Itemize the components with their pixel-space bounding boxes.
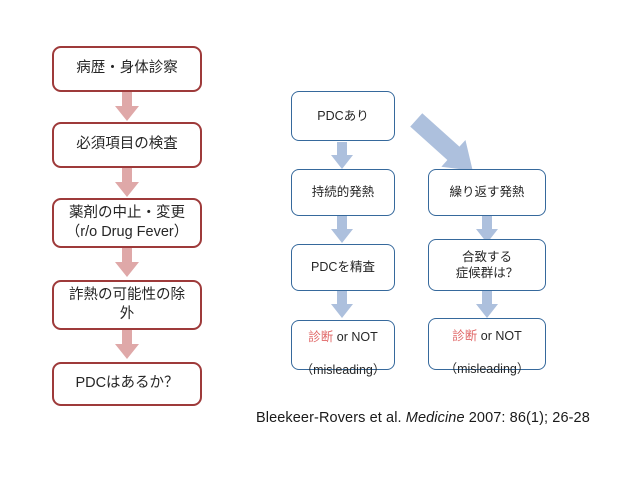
arrow-down-right-b1-2 <box>328 216 356 244</box>
flow-node-label: 診断 or NOT （misleading） <box>296 312 391 378</box>
citation-author: Bleekeer-Rovers et al. <box>256 410 406 426</box>
arrow-down-right-b1-3 <box>328 291 356 319</box>
flow-node-pdc-workup: PDCを精査 <box>291 244 395 291</box>
arrow-down-right-b2-2 <box>473 291 501 319</box>
flow-node-label: 合致する 症候群は？ <box>455 249 519 281</box>
flow-node-pdc-present-question: PDCはあるか？ <box>52 362 202 406</box>
diagnosis-rest-text: or NOT <box>477 328 522 343</box>
flow-node-label: PDCあり <box>317 108 369 123</box>
flow-node-label: 繰り返す発熱 <box>449 185 525 200</box>
diagnosis-emphasis-text: 診断 <box>308 329 334 344</box>
flow-node-recurrent-fever: 繰り返す発熱 <box>428 169 546 216</box>
flow-node-label: 診断 or NOT （misleading） <box>440 311 535 377</box>
flow-node-diagnosis-or-not-left: 診断 or NOT （misleading） <box>291 320 395 377</box>
arrow-down-left-2 <box>112 168 142 198</box>
flow-node-label: 薬剤の中止・変更 （r/o Drug Fever） <box>65 204 189 240</box>
citation-journal: Medicine <box>405 410 465 426</box>
arrow-down-left-4 <box>112 330 142 360</box>
diagnosis-misleading-text: （misleading） <box>300 362 386 377</box>
flow-node-rule-out-factitious: 詐熱の可能性の除 外 <box>52 280 202 330</box>
flow-node-label: 必須項目の検査 <box>76 136 178 153</box>
diagnosis-rest-text: or NOT <box>333 329 378 344</box>
arrow-diagonal-to-recurrent-fever <box>393 108 493 180</box>
diagnosis-misleading-text: （misleading） <box>444 361 530 376</box>
flow-node-pdc-present: PDCあり <box>291 91 395 141</box>
flow-node-label: PDCを精査 <box>311 260 375 275</box>
arrow-down-right-b2-1 <box>473 216 501 244</box>
flow-node-diagnosis-or-not-right: 診断 or NOT （misleading） <box>428 318 546 376</box>
flow-node-label: 詐熱の可能性の除 外 <box>69 286 185 322</box>
citation-text: Bleekeer-Rovers et al. Medicine 2007: 86… <box>256 410 590 426</box>
flow-node-continuous-fever: 持続的発熱 <box>291 169 395 216</box>
flow-node-label: 病歴・身体診察 <box>76 60 178 77</box>
diagnosis-emphasis-text: 診断 <box>452 328 478 343</box>
arrow-down-left-3 <box>112 248 142 278</box>
flow-node-label: PDCはあるか？ <box>75 375 179 392</box>
flow-node-history-physical: 病歴・身体診察 <box>52 46 202 92</box>
citation-reference: 2007: 86(1); 26-28 <box>464 410 590 426</box>
arrow-down-left-1 <box>112 92 142 122</box>
flow-node-drug-withdrawal: 薬剤の中止・変更 （r/o Drug Fever） <box>52 198 202 248</box>
flow-node-essential-tests: 必須項目の検査 <box>52 122 202 168</box>
arrow-down-right-b1-1 <box>328 142 356 170</box>
flow-node-label: 持続的発熱 <box>311 185 375 200</box>
flow-node-matching-syndrome: 合致する 症候群は？ <box>428 239 546 291</box>
